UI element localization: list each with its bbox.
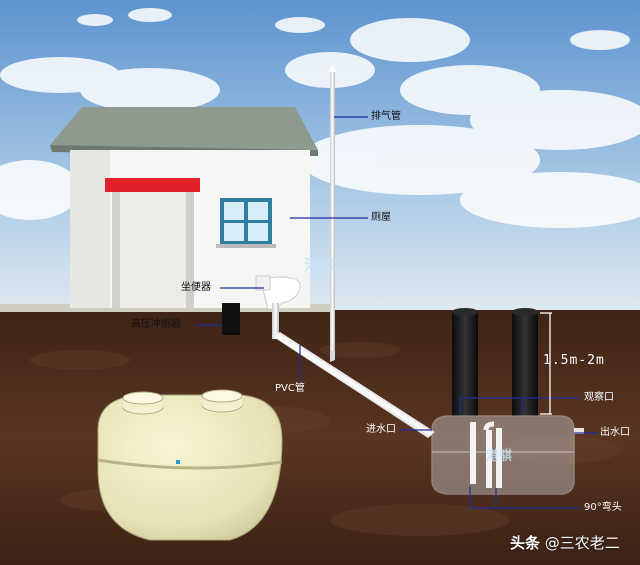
label-observation-port: 观察口: [584, 392, 614, 403]
clouds: [0, 8, 640, 228]
label-toilet-seat: 坐便器: [181, 282, 211, 293]
toilet-house: [50, 107, 318, 310]
septic-tank-cutaway: [431, 415, 584, 495]
leader-lines: [195, 116, 598, 509]
watermark: 头条 @三农老二: [510, 532, 620, 553]
pvc-pipes: [272, 303, 435, 438]
watermark-handle: @三农老二: [544, 534, 620, 552]
label-outlet: 出水口: [600, 427, 630, 438]
brand-logo-house: 港骐: [304, 256, 337, 275]
toilet-seat: [255, 275, 301, 310]
label-elbow: 90°弯头: [584, 502, 622, 513]
window: [216, 198, 276, 248]
label-exhaust-pipe: 排气管: [371, 111, 401, 122]
exhaust-pipe: [329, 64, 336, 360]
septic-tank-exterior: [97, 389, 283, 541]
observation-risers: [452, 308, 538, 416]
label-pvc-pipe: PVC管: [275, 383, 305, 394]
watermark-platform: 头条: [510, 534, 541, 552]
door-awning: [105, 178, 200, 192]
label-inlet: 进水口: [366, 424, 396, 435]
label-high-pressure-flush: 高压冲厕器: [131, 319, 181, 330]
label-depth: 1.5m-2m: [543, 353, 605, 368]
label-toilet-house: 厕屋: [371, 212, 391, 223]
house-roof: [50, 107, 318, 150]
brand-logo-tank: 港骐: [486, 449, 513, 464]
doorway: [112, 192, 194, 308]
high-pressure-flusher: [222, 303, 240, 335]
depth-bracket: [540, 312, 552, 415]
